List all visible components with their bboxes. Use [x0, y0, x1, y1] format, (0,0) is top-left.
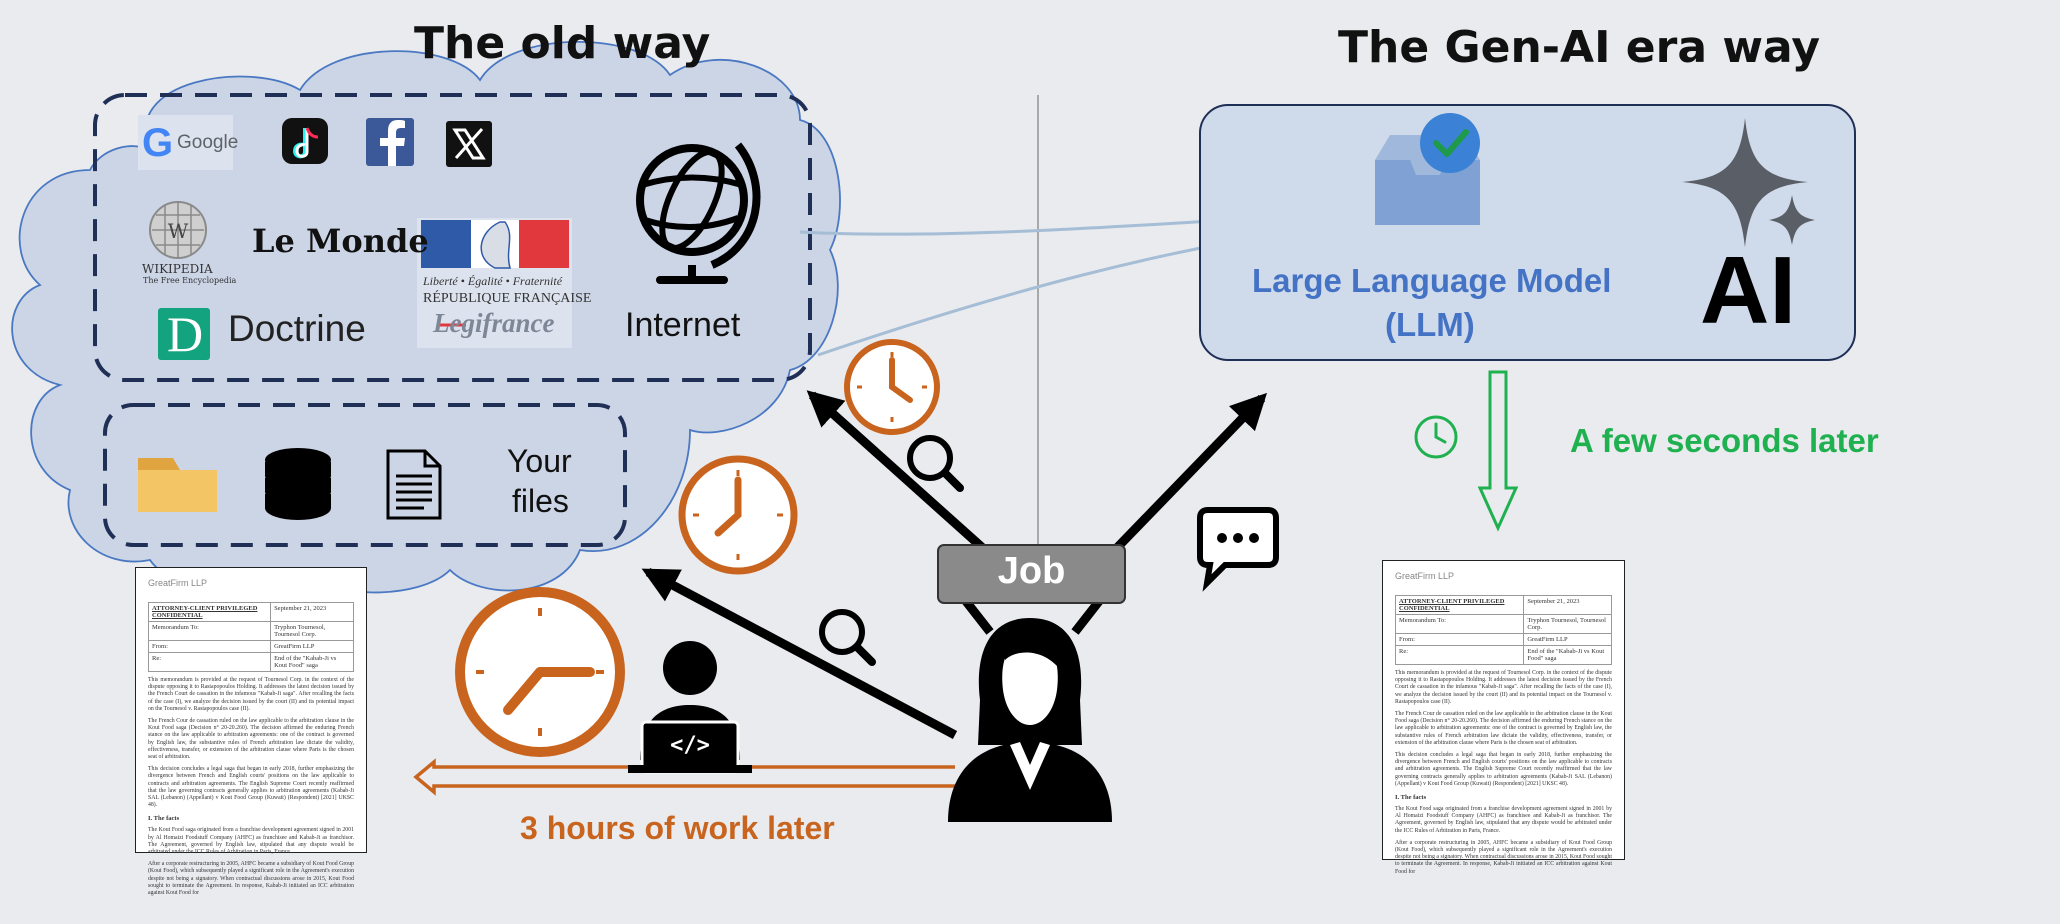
- sparkle-icon: [1682, 118, 1815, 247]
- your-files-label-2: files: [512, 483, 569, 519]
- memo-row-key: From:: [1394, 633, 1525, 646]
- orange-back-arrow: [413, 758, 955, 796]
- title-gen-ai-way: The Gen-AI era way: [1338, 22, 1821, 73]
- memo-paragraph: This memorandum is provided at the reque…: [1395, 670, 1612, 705]
- clock-icon: [678, 455, 798, 575]
- memo-row-key: Memorandum To:: [147, 621, 272, 641]
- developer-laptop-icon: </>: [628, 641, 752, 774]
- memo-paragraph: After a corporate restructuring in 2005,…: [1395, 839, 1612, 875]
- memo-document-old: GreatFirm LLP ATTORNEY-CLIENT PRIVILEGED…: [135, 567, 367, 896]
- title-old-way: The old way: [414, 18, 711, 69]
- memo-paragraph: This decision concludes a legal saga tha…: [1395, 752, 1612, 787]
- magnifier-icon: [819, 609, 876, 666]
- inbox-check-icon: [1375, 113, 1480, 225]
- memo-paragraph: This decision concludes a legal saga tha…: [148, 766, 354, 809]
- lemonde-label: Le Monde: [252, 222, 429, 260]
- facebook-icon: [366, 118, 414, 166]
- memo-privileged: ATTORNEY-CLIENT PRIVILEGED CONFIDENTIAL: [1394, 595, 1525, 615]
- svg-text:G: G: [142, 121, 173, 165]
- memo-row-key: Memorandum To:: [1394, 614, 1525, 634]
- memo-firm: GreatFirm LLP: [1395, 571, 1455, 581]
- memo-row-key: Re:: [147, 652, 272, 672]
- arrow-to-llm: [1106, 392, 1268, 559]
- legifrance-republic: RÉPUBLIQUE FRANÇAISE: [423, 291, 592, 306]
- wikipedia-label: WIKIPEDIA: [142, 262, 213, 276]
- memo-row-key: Re:: [1394, 645, 1525, 665]
- wikipedia-tagline: The Free Encyclopedia: [143, 276, 237, 285]
- marianne-icon: [417, 218, 572, 348]
- memo-paragraph: The French Cour de cassation ruled on th…: [1395, 711, 1612, 746]
- clock-icon: [455, 587, 625, 757]
- job-label: Job: [997, 550, 1066, 592]
- svg-text:</>: </>: [670, 733, 710, 758]
- llm-label-line2: (LLM): [1385, 306, 1475, 343]
- globe-icon: [636, 142, 761, 284]
- document-icon: [386, 449, 442, 520]
- memo-header-table: ATTORNEY-CLIENT PRIVILEGED CONFIDENTIAL …: [147, 602, 354, 672]
- magnifier-icon: [907, 435, 964, 492]
- down-arrow: [1477, 370, 1519, 532]
- wikipedia-globe-icon: W: [149, 201, 207, 259]
- memo-section: I. The facts: [148, 815, 180, 823]
- folder-icon: [138, 455, 217, 512]
- memo-date: September 21, 2023: [270, 602, 354, 622]
- clock-icon: [1414, 415, 1458, 459]
- tiktok-icon: [282, 118, 328, 164]
- chat-bubble-icon: [1197, 507, 1279, 592]
- legifrance-label: Legifrance: [433, 308, 555, 338]
- memo-document-genai: GreatFirm LLP ATTORNEY-CLIENT PRIVILEGED…: [1382, 560, 1625, 875]
- doctrine-letter: D: [167, 306, 204, 362]
- memo-row-value: Tryphon Tournesol, Tournesol Corp.: [270, 621, 354, 641]
- your-files-box: [103, 403, 627, 547]
- legifrance-motto: Liberté • Égalité • Fraternité: [423, 274, 563, 288]
- google-label: Google: [177, 132, 239, 153]
- llm-box: [1199, 104, 1856, 361]
- memo-row-value: End of the "Kabab-Ji vs Kout Food" saga: [1523, 645, 1612, 665]
- lawyer-person-icon: [948, 597, 1112, 822]
- doctrine-label: Doctrine: [228, 308, 366, 349]
- memo-row-value: GreatFirm LLP: [270, 640, 354, 653]
- memo-paragraph: The French Cour de cassation ruled on th…: [148, 718, 354, 761]
- memo-row-key: From:: [147, 640, 272, 653]
- memo-header-table: ATTORNEY-CLIENT PRIVILEGED CONFIDENTIAL …: [1394, 595, 1612, 665]
- database-icon: [265, 448, 331, 520]
- memo-paragraph: This memorandum is provided at the reque…: [148, 677, 354, 712]
- google-logo: G: [138, 115, 233, 170]
- internet-label: Internet: [625, 306, 741, 344]
- memo-row-value: End of the "Kabab-Ji vs Kout Food" saga: [270, 652, 354, 672]
- ai-label: AI: [1700, 237, 1796, 344]
- job-box: [937, 544, 1126, 604]
- memo-date: September 21, 2023: [1523, 595, 1612, 615]
- few-seconds-label: A few seconds later: [1570, 422, 1879, 459]
- doctrine-icon: [158, 308, 210, 360]
- memo-section: I. The facts: [1395, 794, 1427, 802]
- llm-label-line1: Large Language Model: [1252, 262, 1612, 299]
- memo-paragraph: The Kout Food saga originated from a fra…: [148, 827, 354, 856]
- memo-paragraph: The Kout Food saga originated from a fra…: [1395, 806, 1612, 834]
- clock-icon: [844, 339, 940, 435]
- memo-row-value: GreatFirm LLP: [1523, 633, 1612, 646]
- arrow-to-cloud-top: [806, 390, 989, 554]
- your-files-label-1: Your: [507, 443, 572, 479]
- memo-privileged: ATTORNEY-CLIENT PRIVILEGED CONFIDENTIAL: [147, 602, 272, 622]
- memo-row-value: Tryphon Tournesol, Tournesol Corp.: [1523, 614, 1612, 634]
- three-hours-label: 3 hours of work later: [520, 810, 835, 846]
- arrow-to-cloud-bottom: [641, 568, 958, 739]
- online-sources-box: [93, 93, 812, 382]
- x-icon: [446, 121, 492, 167]
- svg-text:W: W: [168, 219, 189, 243]
- memo-firm: GreatFirm LLP: [148, 578, 208, 588]
- memo-paragraph: After a corporate restructuring in 2005,…: [148, 861, 354, 897]
